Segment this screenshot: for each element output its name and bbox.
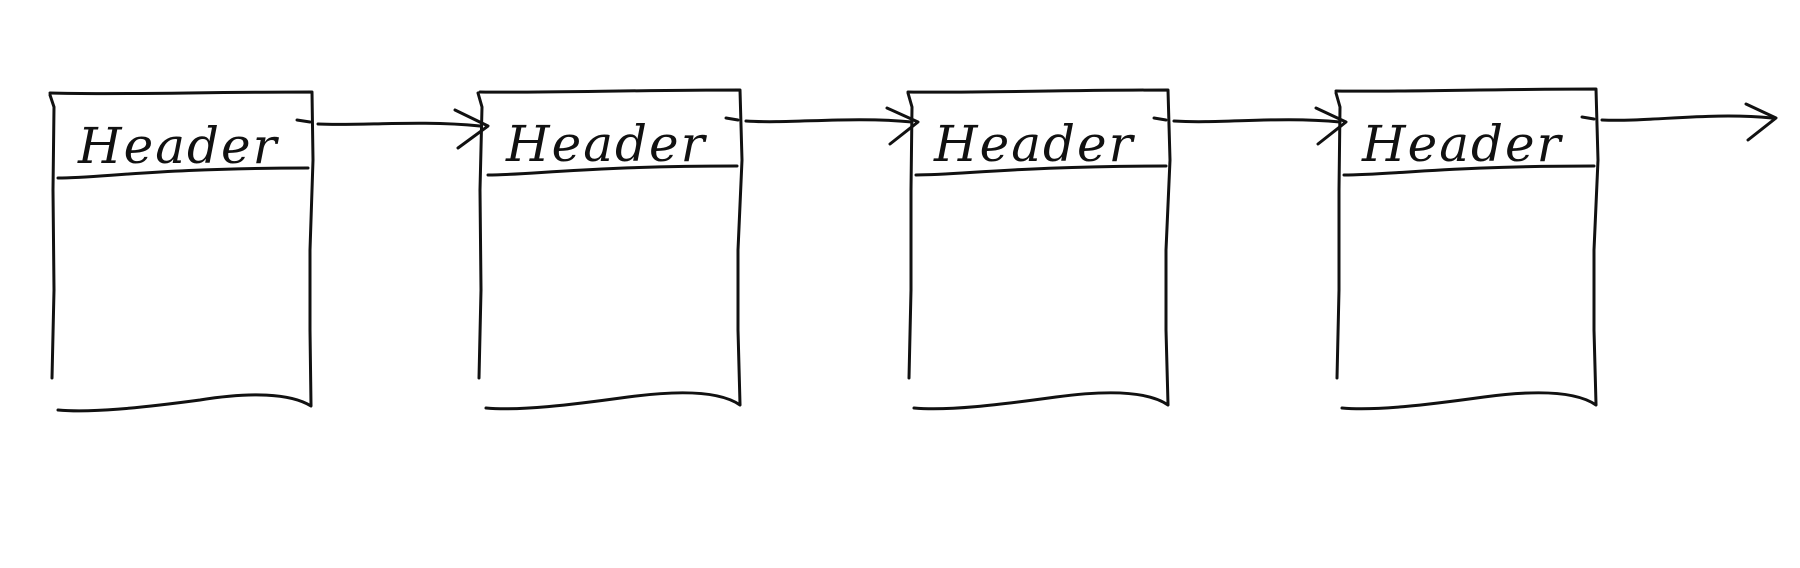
node-4-header-divider <box>1342 164 1596 177</box>
arrow-1-2 <box>295 108 490 150</box>
node-2-border <box>476 91 484 380</box>
node-4: Header <box>1334 87 1600 411</box>
node-3-bottom-edge <box>912 391 1170 411</box>
node-4-header-label: Header <box>1361 115 1564 173</box>
arrow-trailing <box>1580 102 1778 142</box>
arrow-2-3 <box>724 106 920 146</box>
node-3-header-label: Header <box>933 115 1136 173</box>
node-2-header-label: Header <box>505 115 708 173</box>
node-3-header-divider <box>914 164 1168 177</box>
node-2-bottom-edge <box>484 391 742 411</box>
node-1-border <box>48 93 56 380</box>
node-1-header-label: Header <box>77 117 280 175</box>
node-1: Header <box>48 90 315 413</box>
arrow-3-4 <box>1152 106 1348 146</box>
node-4-bottom-edge <box>1340 391 1598 411</box>
node-4-border <box>1334 91 1342 380</box>
node-2-header-divider <box>486 164 739 177</box>
node-3-border <box>906 91 914 380</box>
node-1-bottom-edge <box>56 393 313 413</box>
node-2: Header <box>476 88 744 411</box>
node-1-header-divider <box>56 166 310 180</box>
node-3: Header <box>906 88 1172 411</box>
